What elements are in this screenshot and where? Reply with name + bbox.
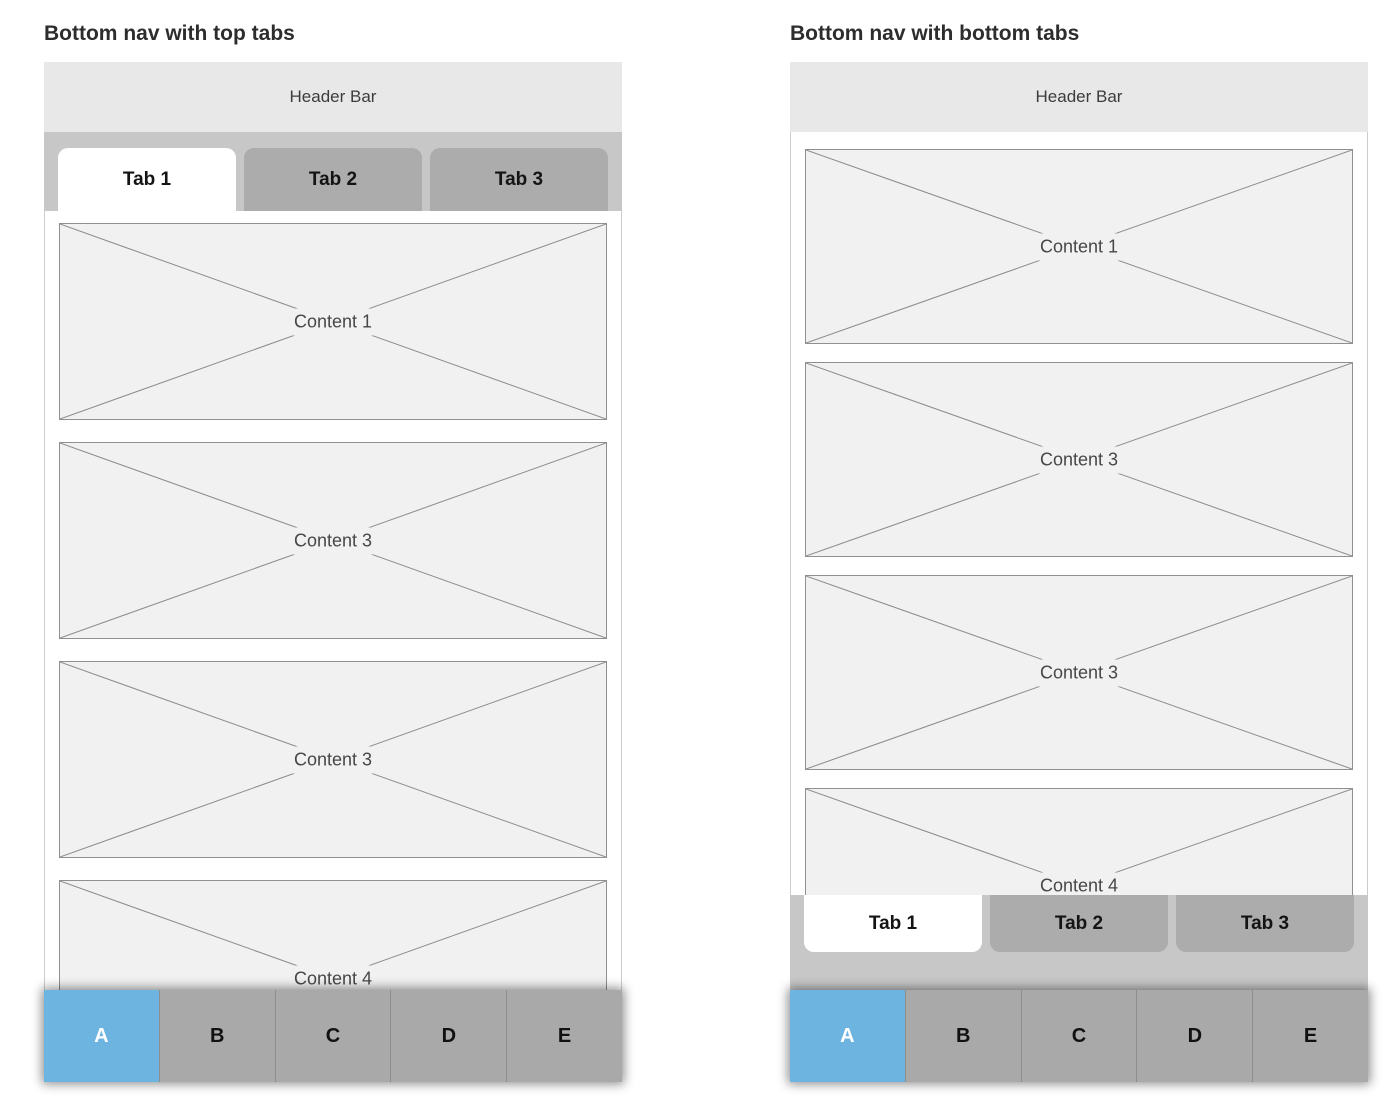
- section-title: Bottom nav with top tabs: [44, 22, 295, 45]
- header-title: Header Bar: [289, 87, 377, 107]
- phone-mockup-bottom-tabs: Header Bar Content 1: [790, 62, 1368, 1083]
- bottom-nav: A B C D E: [44, 990, 622, 1083]
- content-placeholder: Content 3: [805, 575, 1353, 771]
- content-label: Content 1: [281, 308, 385, 336]
- header-title: Header Bar: [1035, 87, 1123, 107]
- nav-item-c[interactable]: C: [1020, 990, 1137, 1083]
- tab-2[interactable]: Tab 2: [244, 148, 422, 212]
- tab-3[interactable]: Tab 3: [1176, 895, 1354, 953]
- content-placeholder: Content 3: [59, 442, 607, 640]
- tab-2[interactable]: Tab 2: [990, 895, 1168, 953]
- content-label: Content 1: [1027, 233, 1131, 261]
- tab-1[interactable]: Tab 1: [804, 895, 982, 953]
- content-placeholder: Content 1: [805, 149, 1353, 345]
- nav-item-e[interactable]: E: [1252, 990, 1368, 1083]
- content-label: Content 3: [281, 527, 385, 555]
- nav-item-d[interactable]: D: [1136, 990, 1253, 1083]
- content-label: Content 3: [281, 746, 385, 774]
- header-bar: Header Bar: [44, 62, 622, 133]
- nav-item-a[interactable]: A: [44, 990, 159, 1083]
- content-panel: Content 1 Content 3: [44, 211, 622, 1083]
- content-placeholder: Content 1: [59, 223, 607, 421]
- content-placeholder: Content 3: [805, 362, 1353, 558]
- nav-item-a[interactable]: A: [790, 990, 905, 1083]
- tab-3[interactable]: Tab 3: [430, 148, 608, 212]
- content-label: Content 4: [1027, 872, 1131, 900]
- content-label: Content 3: [1027, 446, 1131, 474]
- content-label: Content 3: [1027, 659, 1131, 687]
- section-title: Bottom nav with bottom tabs: [790, 22, 1080, 45]
- content-placeholder: Content 3: [59, 661, 607, 859]
- header-bar: Header Bar: [790, 62, 1368, 133]
- tab-bar-bottom: Tab 1 Tab 2 Tab 3: [790, 895, 1368, 991]
- content-label: Content 4: [281, 965, 385, 993]
- mockup-columns: Bottom nav with top tabs Header Bar Tab …: [44, 22, 1368, 1083]
- column-bottom-tabs: Bottom nav with bottom tabs Header Bar C…: [790, 22, 1368, 1083]
- nav-item-e[interactable]: E: [506, 990, 622, 1083]
- nav-item-d[interactable]: D: [390, 990, 507, 1083]
- bottom-nav: A B C D E: [790, 990, 1368, 1083]
- nav-item-b[interactable]: B: [904, 990, 1021, 1083]
- column-top-tabs: Bottom nav with top tabs Header Bar Tab …: [44, 22, 622, 1083]
- tab-1[interactable]: Tab 1: [58, 148, 236, 212]
- phone-mockup-top-tabs: Header Bar Tab 1 Tab 2 Tab 3 Content 1: [44, 62, 622, 1083]
- nav-item-b[interactable]: B: [158, 990, 275, 1083]
- nav-item-c[interactable]: C: [274, 990, 391, 1083]
- tab-bar-top: Tab 1 Tab 2 Tab 3: [44, 132, 622, 212]
